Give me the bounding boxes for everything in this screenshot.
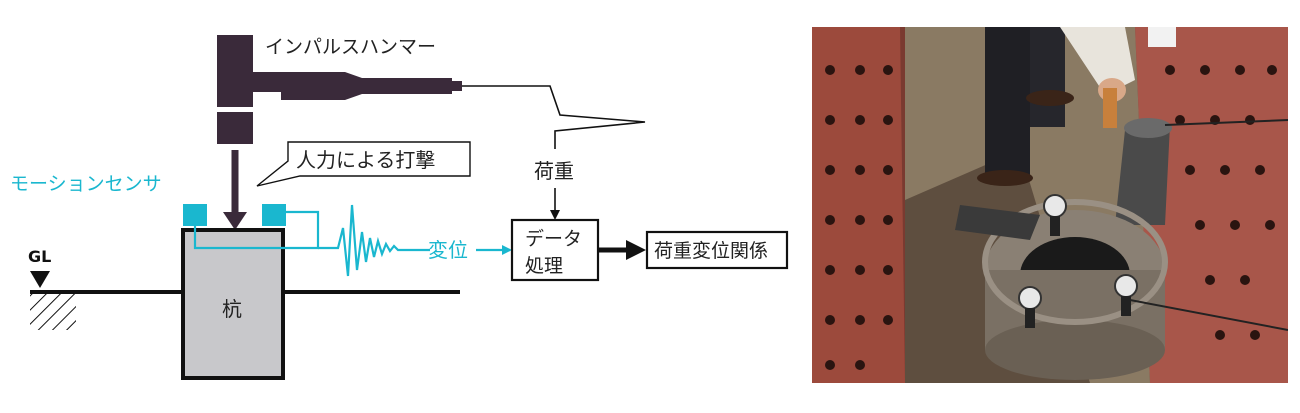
displacement-waveform [318, 204, 430, 277]
hammer-neck [253, 72, 281, 92]
data-processing-box [510, 218, 600, 282]
hammer-handle [281, 72, 452, 100]
result-box [645, 230, 789, 270]
result-arrow-head [626, 240, 646, 260]
result-label: 荷重変位関係 [654, 240, 768, 262]
ground-label: GL [28, 247, 51, 266]
pile [181, 228, 285, 380]
strike-callout: 人力による打撃 [256, 141, 471, 187]
hammer-cable-end [452, 81, 462, 91]
data-processing-label-1: データ [525, 228, 582, 250]
hammer-head-top [217, 35, 253, 107]
displacement-label: 変位 [428, 238, 468, 262]
pile-label: 杭 [222, 297, 242, 321]
impulse-hammer [217, 35, 462, 144]
hammer-label: インパルスハンマー [265, 36, 436, 58]
hammer-head-bottom [217, 112, 253, 144]
sensor-label: モーションセンサ [10, 173, 162, 195]
ground-hatch [30, 294, 76, 330]
strike-label: 人力による打撃 [296, 148, 435, 172]
load-label: 荷重 [534, 159, 574, 183]
field-test-photo [812, 27, 1288, 383]
ground-marker-icon [30, 271, 50, 288]
data-processing-label-2: 処理 [525, 255, 563, 277]
load-signal-line [462, 85, 646, 149]
motion-sensor-right [262, 204, 286, 226]
motion-sensor-left [183, 204, 207, 226]
strike-arrow-head [223, 212, 247, 230]
